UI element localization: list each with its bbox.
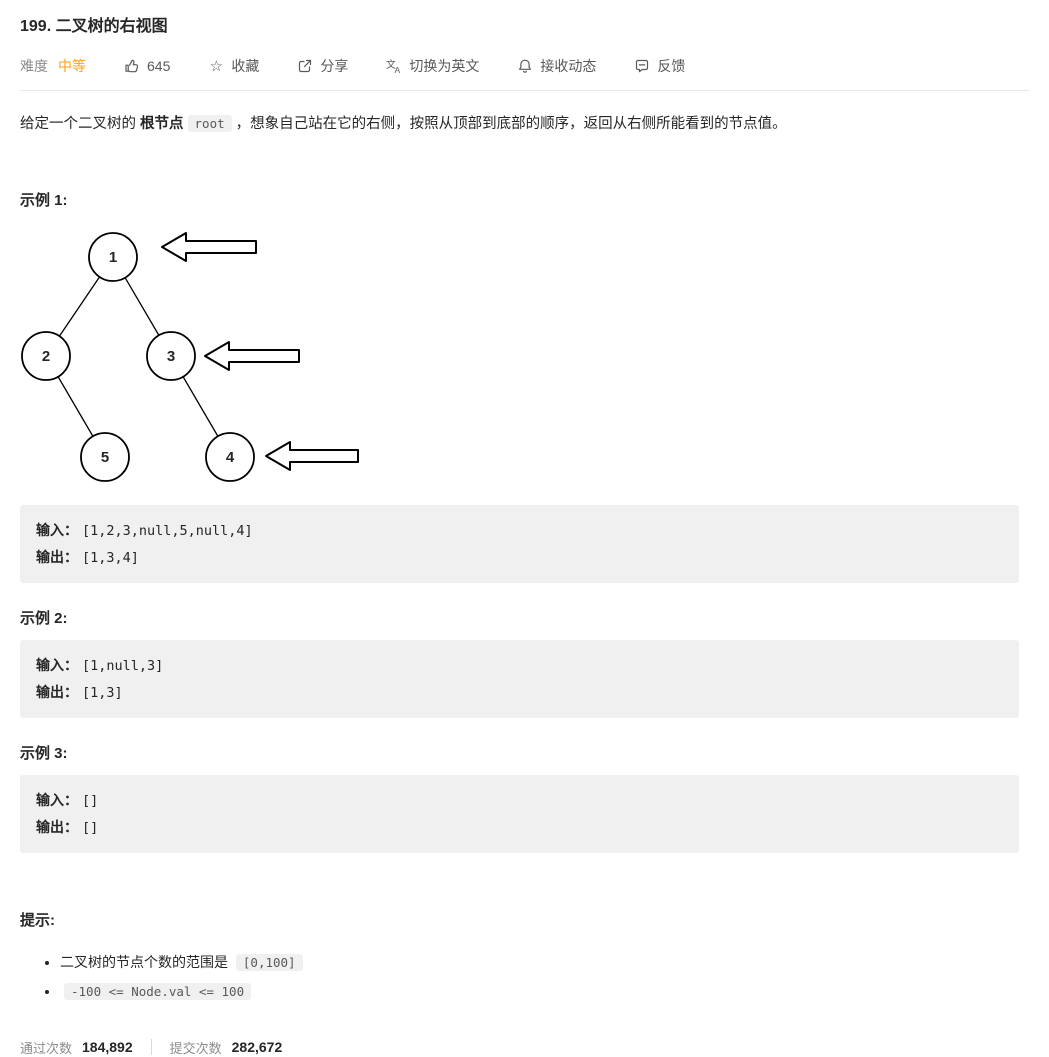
example-output-line: 输出：[1,3] bbox=[36, 679, 1003, 706]
tree-node-circle bbox=[205, 432, 255, 482]
tree-node-circle bbox=[88, 232, 138, 282]
star-icon: ☆ bbox=[209, 57, 224, 75]
share-button[interactable]: 分享 bbox=[297, 56, 348, 76]
input-value: [] bbox=[82, 792, 99, 809]
input-label: 输入： bbox=[36, 656, 78, 673]
favorite-label: 收藏 bbox=[231, 58, 260, 74]
description-text: ，想象自己站在它的右侧，按照从顶部到底部的顺序，返回从右侧所能看到的节点值。 bbox=[235, 116, 787, 132]
output-value: [1,3,4] bbox=[82, 549, 139, 566]
problem-stats: 通过次数 184,892 提交次数 282,672 bbox=[20, 1038, 1029, 1057]
hint-code: [0,100] bbox=[235, 953, 303, 971]
feedback-button[interactable]: 反馈 bbox=[634, 56, 685, 76]
meta-bar: 难度 中等 645 ☆ 收藏 分享 bbox=[20, 56, 1029, 76]
right-view-arrow-middle bbox=[204, 340, 300, 371]
problem-title: 199. 二叉树的右视图 bbox=[20, 18, 168, 35]
submitted-count: 282,672 bbox=[231, 1039, 283, 1056]
input-value: [1,null,3] bbox=[82, 657, 164, 674]
tree-diagram: 1 2 3 5 4 bbox=[21, 231, 359, 482]
output-label: 输出： bbox=[36, 548, 78, 565]
feedback-label: 反馈 bbox=[657, 58, 686, 74]
example-1-label: 示例 1: bbox=[20, 191, 68, 209]
svg-text:文: 文 bbox=[386, 58, 396, 71]
translate-icon: 文 A bbox=[386, 58, 402, 74]
like-count: 645 bbox=[147, 58, 171, 74]
share-label: 分享 bbox=[320, 58, 349, 74]
bell-icon bbox=[517, 58, 533, 74]
output-label: 输出： bbox=[36, 683, 78, 700]
example-input-line: 输入：[1,2,3,null,5,null,4] bbox=[36, 517, 1003, 544]
description-text: 给定一个二叉树的 bbox=[20, 116, 141, 132]
switch-language-label: 切换为英文 bbox=[409, 58, 480, 74]
output-label: 输出： bbox=[36, 818, 78, 835]
right-view-arrow-top bbox=[161, 231, 257, 262]
tree-node-circle bbox=[80, 432, 130, 482]
favorite-button[interactable]: ☆ 收藏 bbox=[208, 56, 260, 76]
output-value: [] bbox=[82, 819, 99, 836]
submitted-label: 提交次数 bbox=[169, 1040, 222, 1056]
thumbs-up-icon bbox=[124, 58, 140, 74]
subscribe-button[interactable]: 接收动态 bbox=[517, 56, 596, 76]
accepted-label: 通过次数 bbox=[20, 1040, 73, 1056]
switch-language-button[interactable]: 文 A 切换为英文 bbox=[386, 56, 479, 76]
example-output-line: 输出：[] bbox=[36, 814, 1003, 841]
example-1-io: 输入：[1,2,3,null,5,null,4] 输出：[1,3,4] bbox=[20, 504, 1019, 583]
feedback-icon bbox=[634, 58, 650, 74]
stats-divider bbox=[150, 1039, 152, 1056]
difficulty-badge: 中等 bbox=[58, 58, 86, 74]
tree-node-value: 4 bbox=[226, 449, 235, 466]
subscribe-label: 接收动态 bbox=[540, 58, 597, 74]
example-2-io: 输入：[1,null,3] 输出：[1,3] bbox=[20, 639, 1019, 718]
description-bold-term: 根节点 bbox=[140, 116, 184, 132]
difficulty-label: 难度 bbox=[20, 58, 48, 74]
accepted-count: 184,892 bbox=[82, 1039, 133, 1056]
input-label: 输入： bbox=[36, 521, 78, 538]
tree-node-circle bbox=[146, 331, 196, 381]
tree-node-circle bbox=[21, 331, 71, 381]
inline-code-root: root bbox=[187, 115, 232, 132]
input-label: 输入： bbox=[36, 791, 78, 808]
tree-figure: 1 2 3 5 4 bbox=[20, 220, 1029, 493]
svg-text:A: A bbox=[395, 65, 401, 74]
hint-item-2: -100 <= Node.val <= 100 bbox=[60, 977, 1029, 1006]
hint-code: -100 <= Node.val <= 100 bbox=[64, 982, 252, 1000]
like-button[interactable]: 645 bbox=[124, 58, 170, 74]
example-3-label: 示例 3: bbox=[20, 744, 68, 762]
output-value: [1,3] bbox=[82, 684, 123, 701]
example-3-io: 输入：[] 输出：[] bbox=[20, 774, 1019, 853]
tree-node-value: 2 bbox=[42, 348, 50, 365]
example-2-label: 示例 2: bbox=[20, 609, 68, 627]
example-output-line: 输出：[1,3,4] bbox=[36, 544, 1003, 571]
example-input-line: 输入：[] bbox=[36, 787, 1003, 814]
tree-node-value: 5 bbox=[101, 449, 109, 466]
example-input-line: 输入：[1,null,3] bbox=[36, 652, 1003, 679]
right-view-arrow-bottom bbox=[265, 440, 359, 471]
tree-edges bbox=[45, 256, 231, 458]
tree-node-value: 1 bbox=[109, 249, 117, 266]
hint-item-1: 二叉树的节点个数的范围是 [0,100] bbox=[60, 948, 1029, 977]
hints-heading: 提示: bbox=[20, 911, 55, 929]
tree-node-value: 3 bbox=[167, 348, 175, 365]
input-value: [1,2,3,null,5,null,4] bbox=[82, 522, 253, 539]
difficulty: 难度 中等 bbox=[20, 56, 86, 76]
header-divider bbox=[20, 90, 1029, 91]
share-icon bbox=[297, 58, 313, 74]
hints-list: 二叉树的节点个数的范围是 [0,100] -100 <= Node.val <=… bbox=[20, 948, 1029, 1006]
hint-text: 二叉树的节点个数的范围是 bbox=[60, 953, 232, 970]
